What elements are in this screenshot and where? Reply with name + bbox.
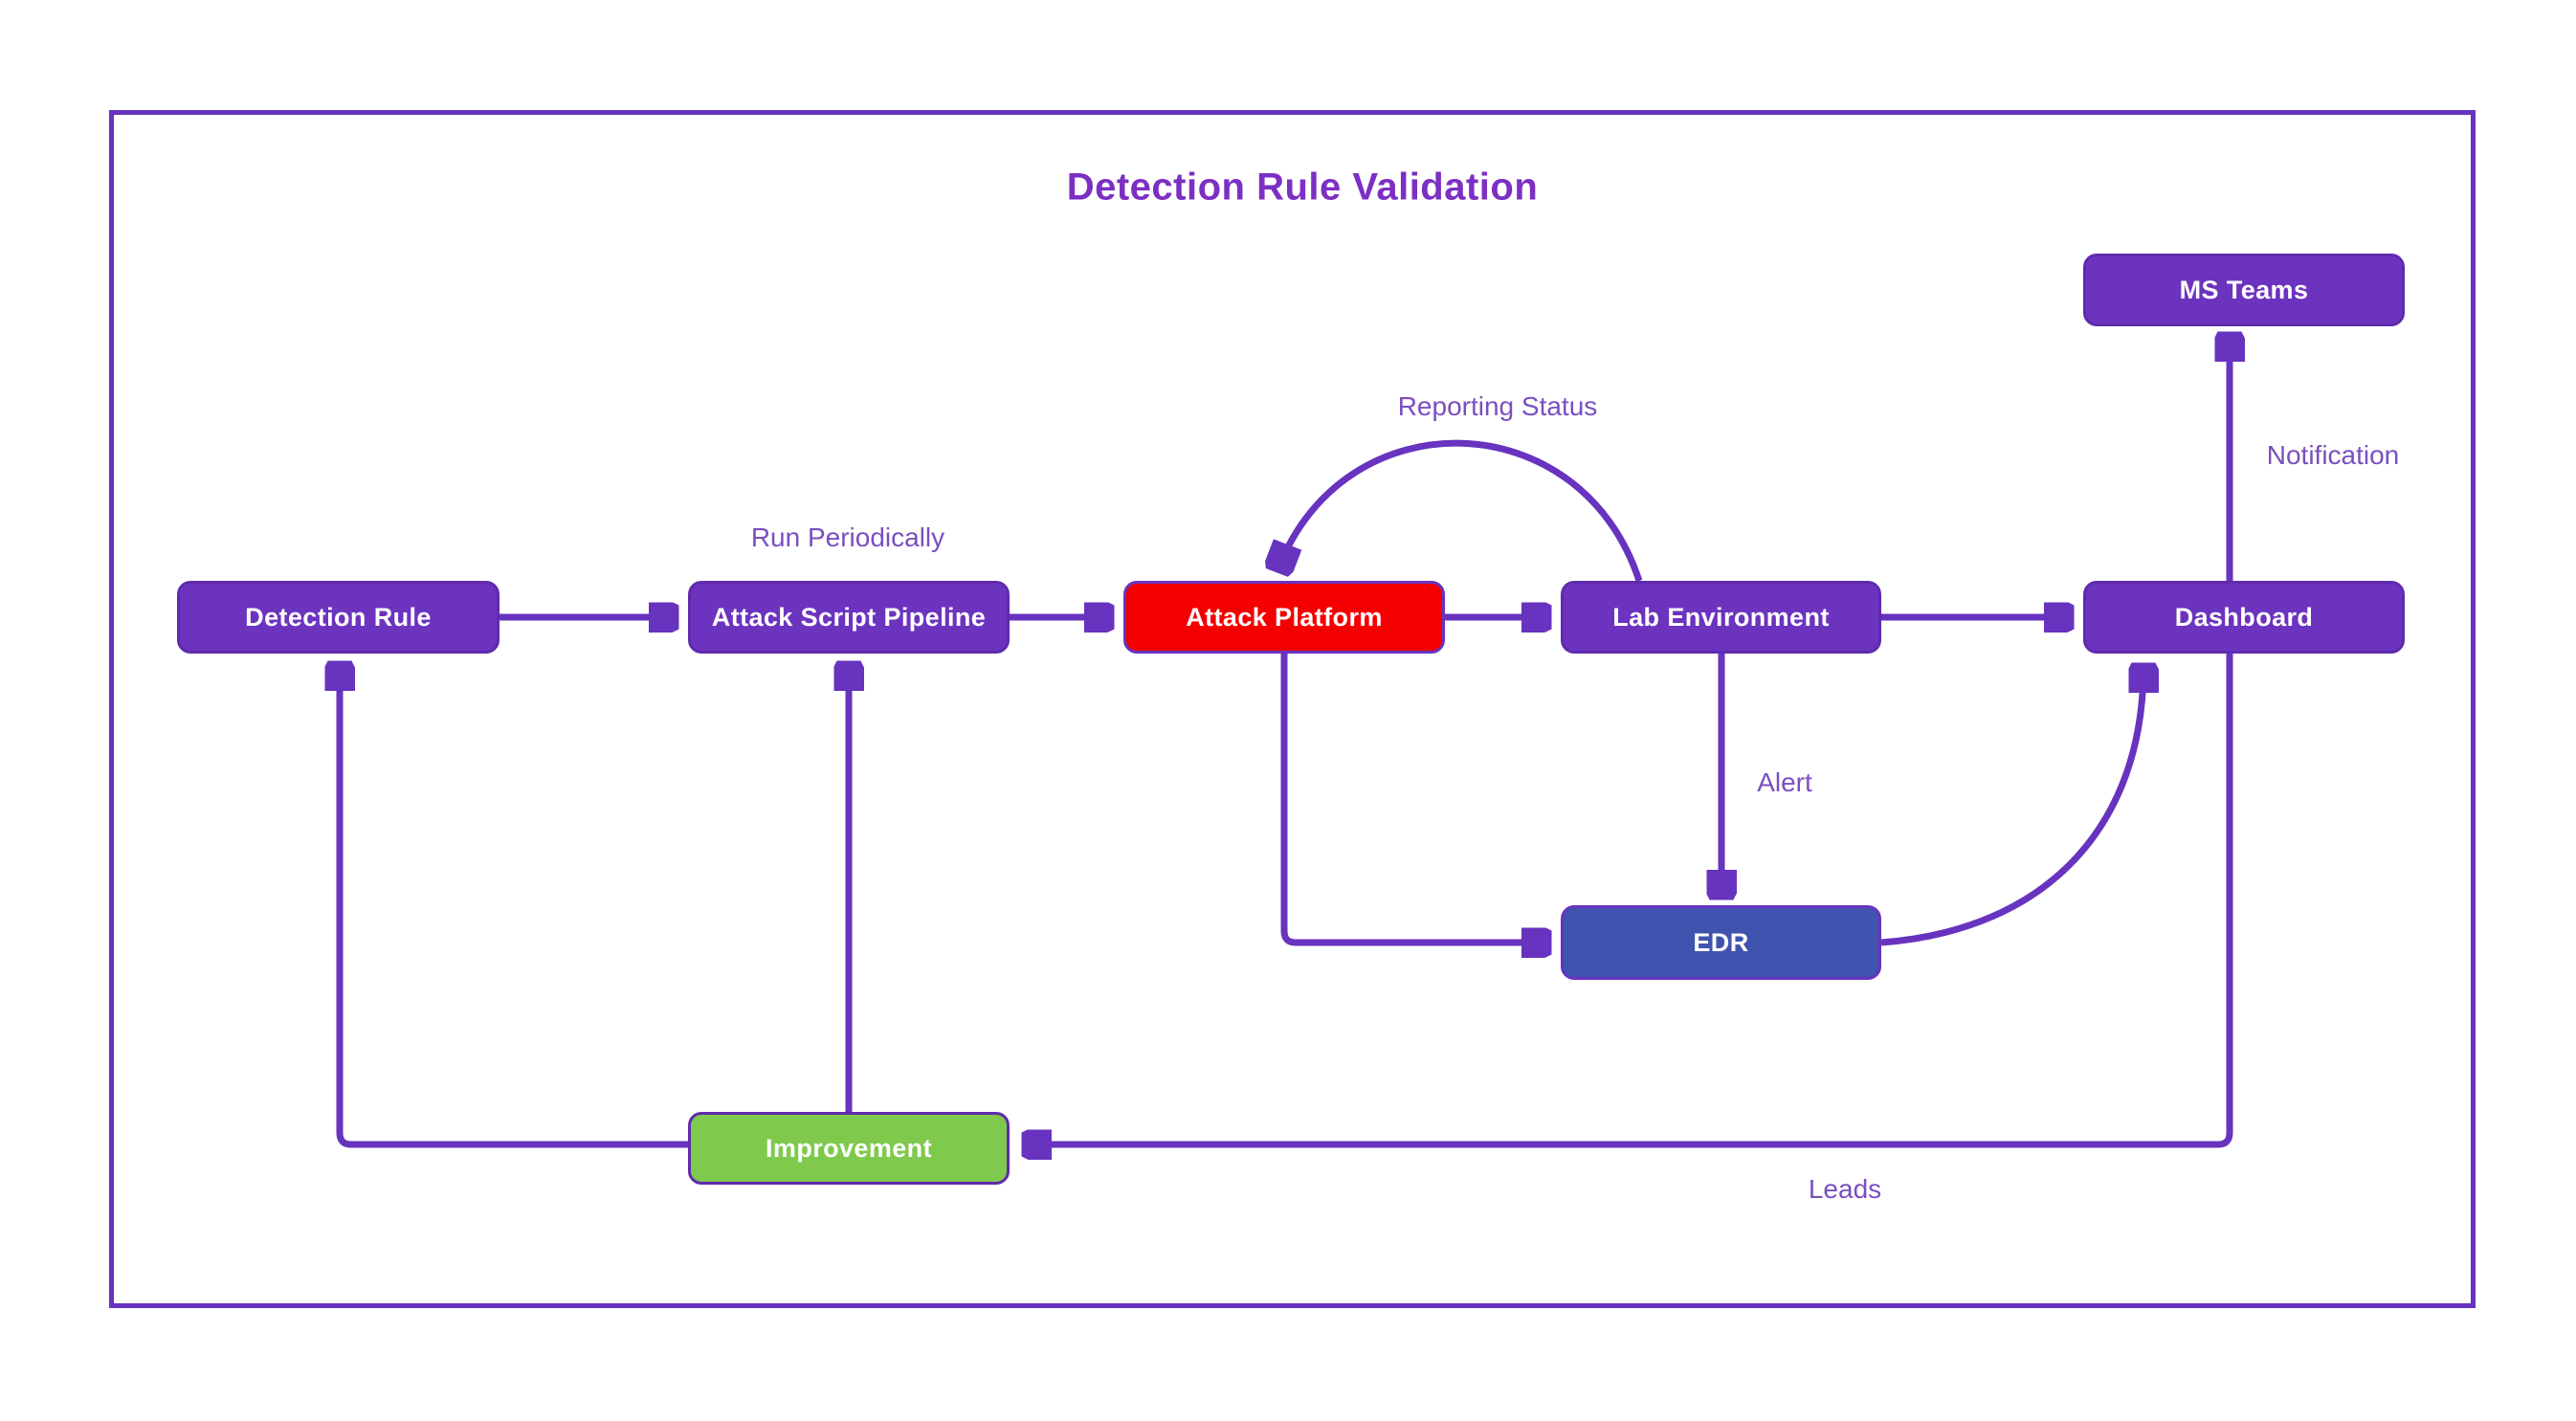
edge-label-alert: Alert (1757, 767, 1812, 797)
diagram-border (109, 110, 2476, 1308)
node-edr-label: EDR (1693, 927, 1749, 957)
edge-improvement-to-detection-rule (340, 665, 688, 1148)
node-lab-environment-label: Lab Environment (1612, 602, 1830, 632)
node-ms-teams: MS Teams (2083, 254, 2405, 326)
edge-label-leads: Leads (1808, 1174, 1882, 1204)
edge-label-notification: Notification (2266, 440, 2400, 470)
edge-edr-to-dashboard (1880, 667, 2143, 946)
node-attack-script-pipeline-label: Attack Script Pipeline (711, 602, 987, 632)
node-attack-script-pipeline: Attack Script Pipeline (688, 581, 1010, 654)
node-ms-teams-label: MS Teams (2179, 275, 2309, 304)
node-improvement-label: Improvement (766, 1133, 932, 1163)
node-dashboard: Dashboard (2083, 581, 2405, 654)
edge-lab-environment-to-attack-platform (1278, 439, 1643, 583)
edge-label-run-periodically: Run Periodically (750, 522, 945, 552)
edge-dashboard-to-improvement (1026, 654, 2233, 1144)
node-dashboard-label: Dashboard (2174, 602, 2314, 632)
edge-attack-platform-to-edr (1280, 654, 1547, 943)
node-attack-platform-label: Attack Platform (1186, 602, 1383, 632)
edge-label-reporting-status: Reporting Status (1397, 391, 1598, 421)
node-lab-environment: Lab Environment (1561, 581, 1881, 654)
node-improvement: Improvement (688, 1112, 1010, 1185)
node-detection-rule: Detection Rule (177, 581, 500, 654)
node-detection-rule-label: Detection Rule (245, 602, 432, 632)
diagram-title: Detection Rule Validation (1066, 166, 1539, 209)
node-attack-platform: Attack Platform (1123, 581, 1445, 654)
node-edr: EDR (1561, 905, 1881, 980)
